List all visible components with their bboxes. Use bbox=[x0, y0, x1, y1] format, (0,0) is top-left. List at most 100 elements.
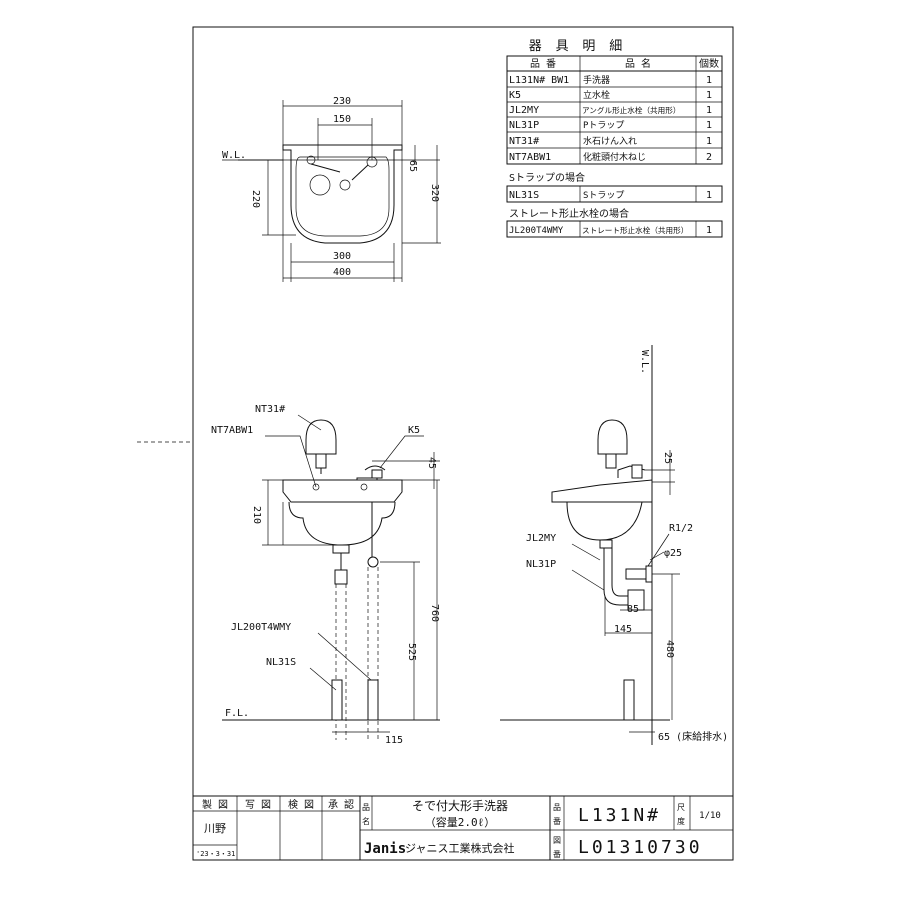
dim-480: 480 bbox=[664, 640, 675, 658]
dim-85: 85 bbox=[627, 604, 639, 615]
tb-drawing-label-1: 図 bbox=[553, 836, 561, 845]
parts-table: 器 具 明 細 品 番 品 名 個数 L131N# BW1 手洗器 1 K5 立… bbox=[506, 39, 723, 238]
label-jl200t4wmy: JL200T4WMY bbox=[231, 622, 291, 633]
p-trap-icon bbox=[603, 548, 628, 606]
tb-name-label-2: 名 bbox=[362, 816, 370, 826]
side-wl-label: W.L. bbox=[639, 350, 650, 374]
title-block: 製 図 写 図 検 図 承 認 川野 '23・3・31 品 名 そで付大形手洗器… bbox=[193, 795, 733, 860]
dim-25: 25 bbox=[662, 452, 673, 464]
parts-table-title: 器 具 明 細 bbox=[529, 39, 625, 54]
s-trap-no: NL31S bbox=[509, 190, 539, 201]
drain-center-icon bbox=[339, 179, 351, 191]
straight-name: ストレート形止水栓（共用形） bbox=[582, 225, 688, 235]
side-view: W.L. JL2MY NL31P R1/2 φ25 25 85 bbox=[500, 345, 728, 745]
row-6-name: 化粧頭付木ねじ bbox=[583, 151, 646, 163]
front-basin-body bbox=[288, 501, 396, 546]
tb-drawing-number: L01310730 bbox=[578, 837, 703, 858]
dim-230: 230 bbox=[333, 96, 351, 107]
s-trap-heading: Sトラップの場合 bbox=[509, 171, 585, 184]
label-k5: K5 bbox=[408, 425, 420, 436]
row-1-no: L131N# BW1 bbox=[509, 75, 569, 86]
basin-bowl bbox=[295, 156, 390, 237]
tb-col-traced: 写 図 bbox=[245, 799, 271, 811]
tb-col-approved: 承 認 bbox=[328, 798, 354, 811]
side-basin-body bbox=[566, 501, 643, 541]
dim-320: 320 bbox=[429, 184, 440, 202]
row-6-no: NT7ABW1 bbox=[509, 152, 551, 163]
th-qty: 個数 bbox=[699, 57, 719, 70]
th-part-name: 品 名 bbox=[625, 57, 651, 70]
label-nl31s: NL31S bbox=[266, 657, 296, 668]
row-3-no: JL2MY bbox=[509, 105, 539, 116]
label-floor-note: 65 (床給排水) bbox=[658, 730, 728, 743]
s-trap-name: Sトラップ bbox=[583, 190, 624, 201]
dim-525: 525 bbox=[406, 643, 417, 661]
straight-no: JL200T4WMY bbox=[509, 226, 564, 236]
tb-company: ジャニス工業株式会社 bbox=[405, 841, 514, 855]
dim-45: 45 bbox=[426, 457, 437, 469]
tb-capacity: （容量2.0ℓ） bbox=[425, 815, 495, 829]
top-view: W.L. 230 150 65 320 220 bbox=[222, 96, 441, 282]
straight-qty: 1 bbox=[706, 225, 712, 236]
side-stop-valve-icon bbox=[625, 568, 647, 580]
side-faucet-icon bbox=[631, 464, 643, 479]
th-part-no: 品 番 bbox=[530, 58, 556, 70]
dim-300: 300 bbox=[333, 251, 351, 262]
row-3-name: アングル形止水栓（共用形） bbox=[582, 105, 680, 115]
row-2-qty: 1 bbox=[706, 90, 712, 101]
label-jl2my: JL2MY bbox=[526, 533, 556, 544]
tb-col-drafted: 製 図 bbox=[202, 798, 228, 811]
label-phi25: φ25 bbox=[664, 548, 682, 559]
dim-400: 400 bbox=[333, 267, 351, 278]
row-6-qty: 2 bbox=[706, 152, 712, 163]
dim-760: 760 bbox=[429, 604, 440, 622]
tb-product-name: そで付大形手洗器 bbox=[412, 799, 508, 813]
dim-210: 210 bbox=[251, 506, 262, 524]
stop-valve-front-icon bbox=[367, 556, 379, 568]
s-trap-qty: 1 bbox=[706, 190, 712, 201]
tb-num-label-1: 品 bbox=[553, 803, 561, 812]
dim-65: 65 bbox=[407, 160, 418, 172]
row-5-name: 水石けん入れ bbox=[583, 135, 637, 147]
row-4-no: NL31P bbox=[509, 120, 539, 131]
side-soap-icon bbox=[597, 419, 628, 455]
dim-145: 145 bbox=[614, 624, 632, 635]
tb-scale: 1/10 bbox=[699, 811, 721, 821]
label-nt7abw1: NT7ABW1 bbox=[211, 425, 253, 436]
row-2-no: K5 bbox=[509, 90, 521, 101]
front-fl-label: F.L. bbox=[225, 708, 249, 719]
dim-220: 220 bbox=[250, 190, 261, 208]
row-4-name: Pトラップ bbox=[583, 120, 624, 131]
dim-115: 115 bbox=[385, 735, 403, 746]
row-1-qty: 1 bbox=[706, 75, 712, 86]
basin-outline bbox=[282, 144, 403, 244]
company-logo: Janis bbox=[364, 841, 406, 857]
tb-product-number: L131N# bbox=[578, 805, 661, 826]
row-4-qty: 1 bbox=[706, 120, 712, 131]
side-basin-rim bbox=[551, 479, 653, 503]
label-nt31: NT31# bbox=[255, 404, 285, 415]
label-r-half: R1/2 bbox=[669, 523, 693, 534]
soap-dispenser-icon bbox=[305, 419, 337, 455]
drain-icon bbox=[309, 174, 331, 196]
row-2-name: 立水栓 bbox=[583, 89, 610, 101]
front-basin-rim bbox=[282, 479, 403, 503]
sheet-border bbox=[192, 26, 734, 861]
tb-drawing-label-2: 番 bbox=[553, 849, 561, 859]
tb-num-label-2: 番 bbox=[553, 816, 561, 826]
front-view: F.L. NT31# NT7ABW1 K5 JL200T4WMY NL31S 4… bbox=[137, 404, 440, 746]
top-wl-label: W.L. bbox=[222, 150, 246, 161]
tb-scale-label-2: 度 bbox=[677, 816, 685, 826]
dim-150: 150 bbox=[333, 114, 351, 125]
s-trap-front-icon bbox=[334, 569, 348, 585]
tb-name-label-1: 品 bbox=[362, 803, 370, 812]
row-5-no: NT31# bbox=[509, 136, 539, 147]
row-1-name: 手洗器 bbox=[583, 74, 610, 86]
label-nl31p: NL31P bbox=[526, 559, 556, 570]
row-3-qty: 1 bbox=[706, 105, 712, 116]
tb-drafter: 川野 bbox=[204, 822, 226, 835]
tb-scale-label-1: 尺 bbox=[677, 803, 685, 812]
tb-date: '23・3・31 bbox=[196, 850, 235, 858]
row-5-qty: 1 bbox=[706, 136, 712, 147]
